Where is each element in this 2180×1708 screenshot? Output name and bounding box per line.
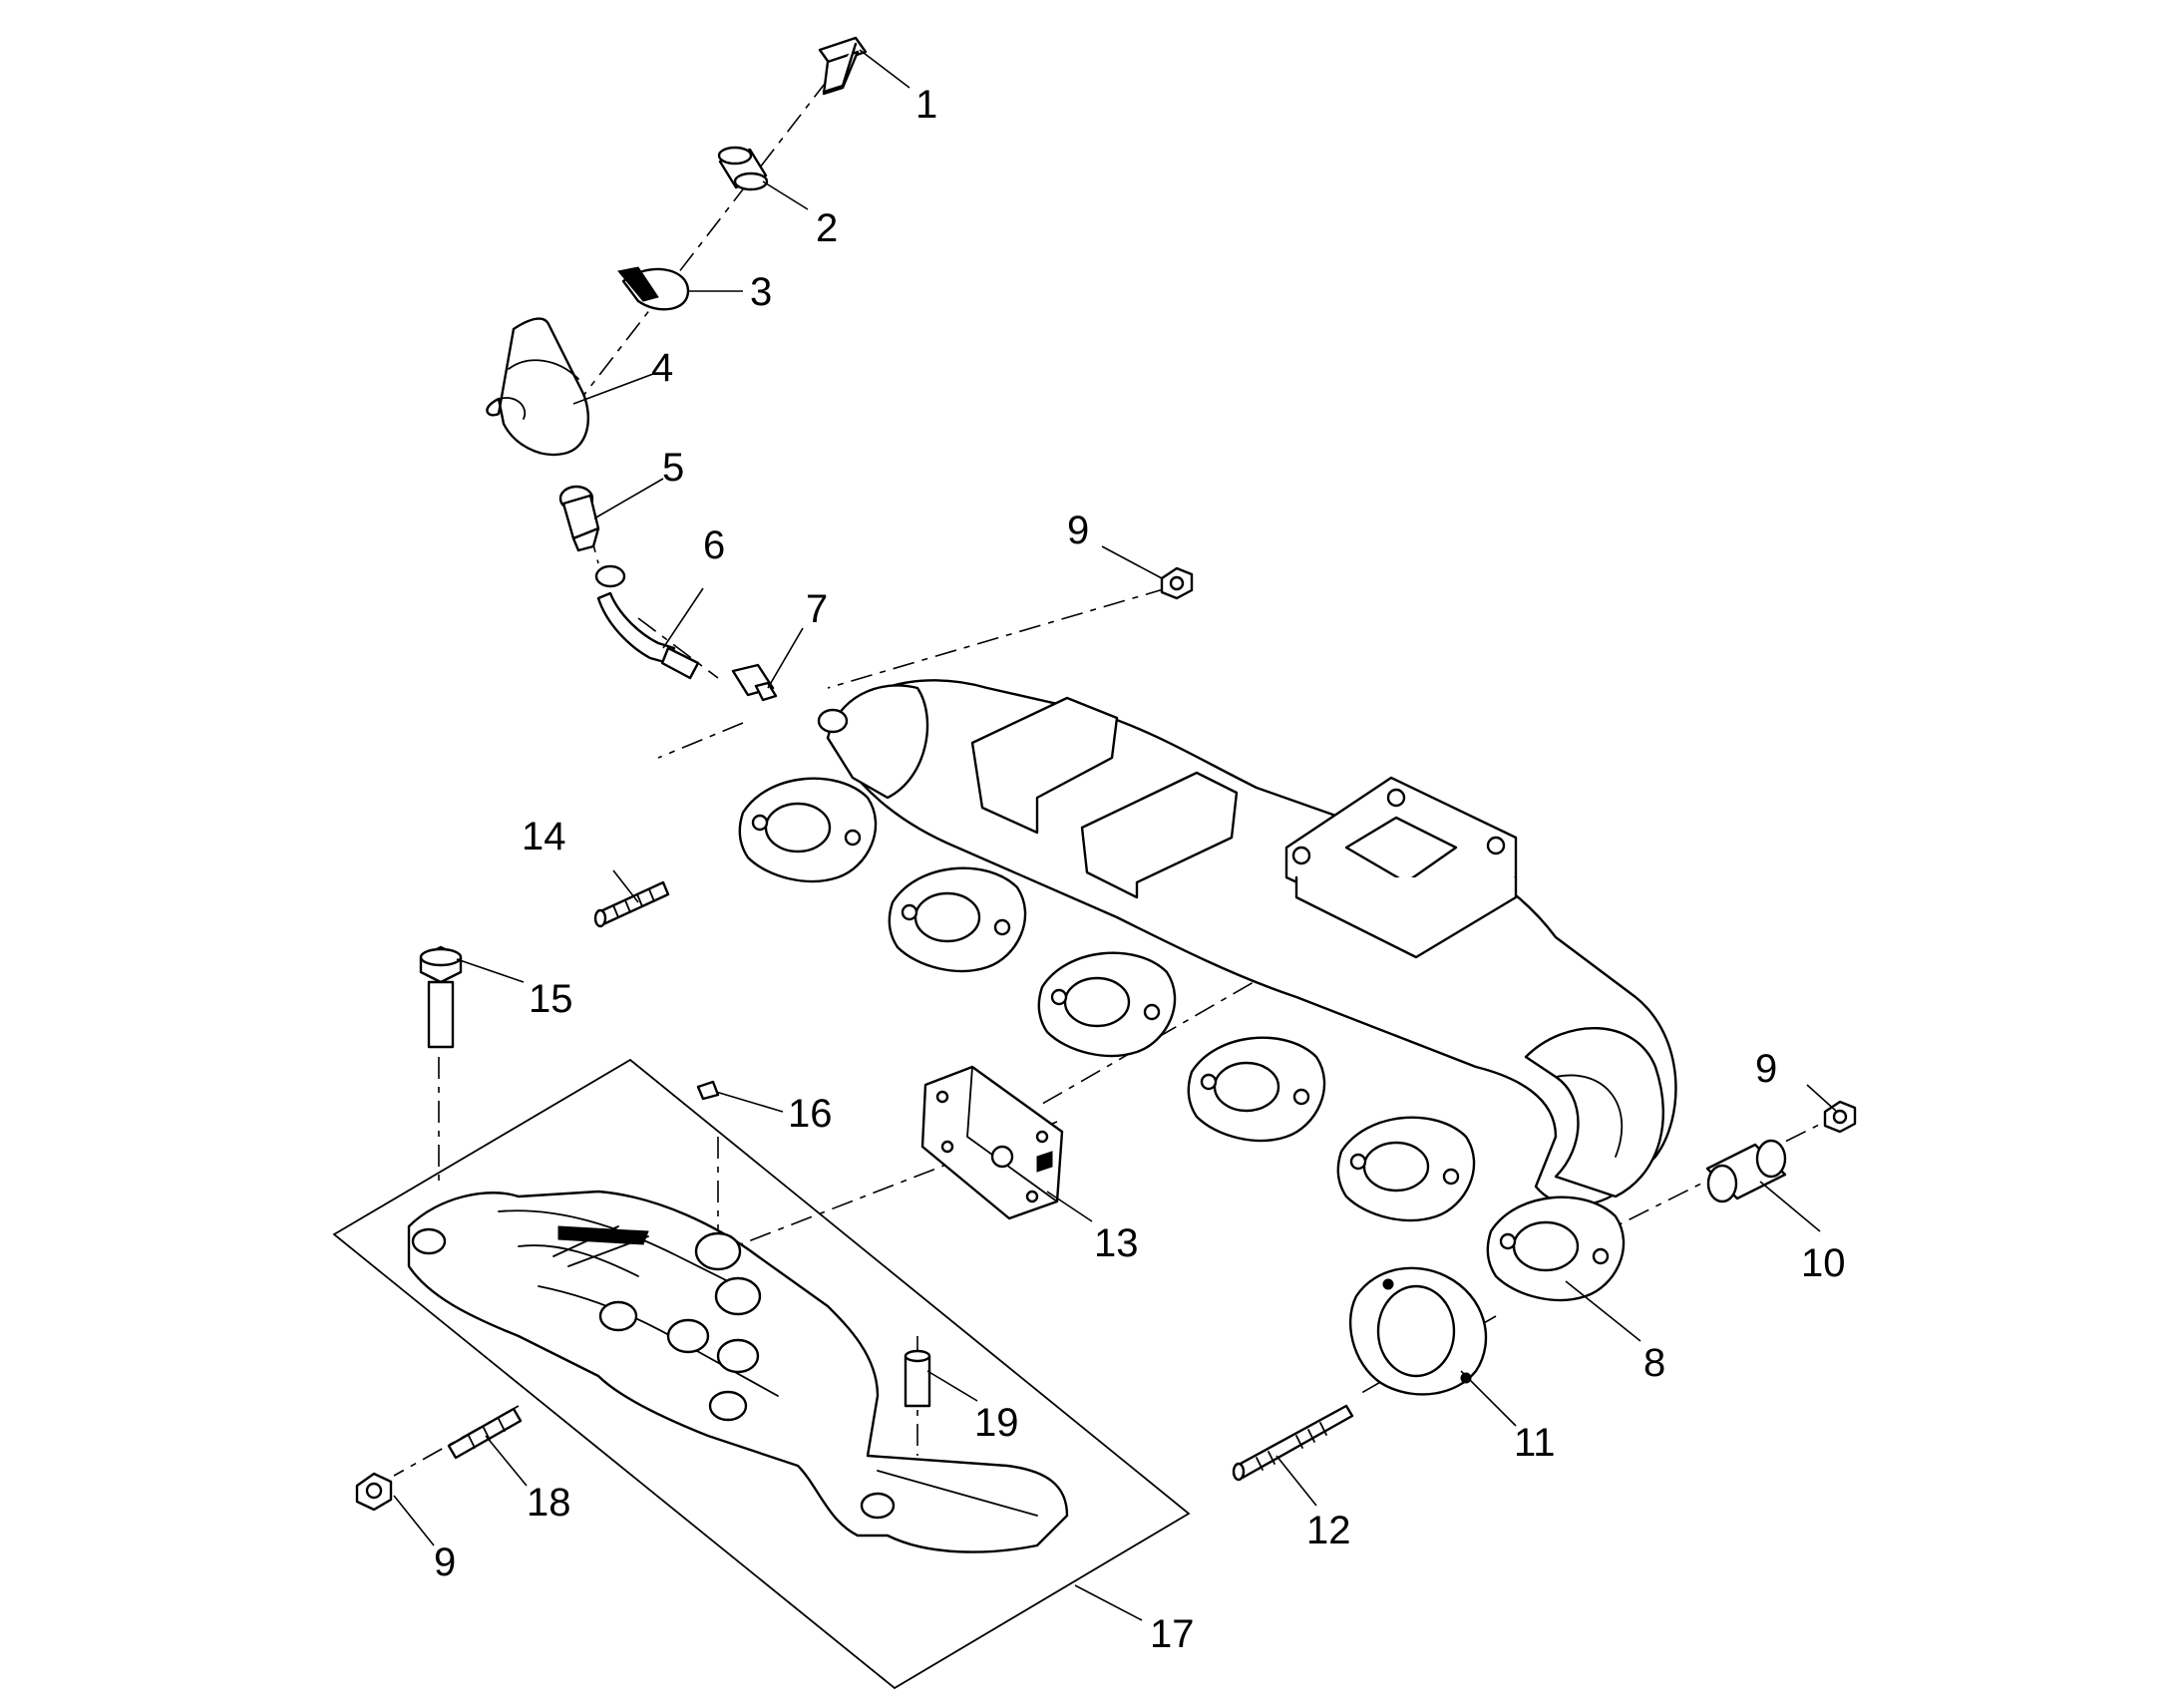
callout-8: 8 [1643,1341,1665,1385]
egr-assembly [332,1058,1191,1690]
part-4-heat-shield [486,317,590,457]
part-19-dowel [904,1349,931,1408]
port-flange-4 [1187,1036,1326,1143]
part-18-stud [447,1407,523,1460]
callout-15: 15 [529,977,573,1021]
part-9-nut-bottom [355,1472,393,1512]
part-15-bolt [419,945,463,1049]
leader-lines [393,49,1838,1621]
port-flange-5 [1336,1116,1476,1222]
part-1-bolt [818,36,868,96]
part-11-gasket [1348,1266,1488,1396]
part-5-connector [558,485,600,552]
part-2-spacer [717,146,769,191]
port-flange-1 [738,777,878,883]
callout-16: 16 [788,1092,833,1136]
callout-6: 6 [703,523,725,567]
part-13-plate [920,1065,1064,1220]
callout-labels: 1 2 3 4 5 6 7 9 9 9 10 8 11 12 13 14 15 … [434,83,1846,1656]
assembly-frame [332,1058,1191,1690]
part-7-fitting [731,663,778,702]
part-14-stud [593,880,670,928]
port-flange-2 [888,866,1027,973]
part-9-nut-right [1823,1100,1857,1134]
callout-7: 7 [806,587,828,631]
port-flange-6 [1486,1196,1626,1302]
part-9-nut-top [1160,566,1194,600]
part-10-spacer [1705,1139,1787,1203]
callout-9-bottom: 9 [434,1540,456,1584]
callout-13: 13 [1094,1221,1139,1265]
callout-19: 19 [974,1401,1019,1445]
callout-9-top: 9 [1067,509,1089,552]
part-12-stud [1232,1404,1354,1482]
callout-3: 3 [750,270,772,314]
callout-17: 17 [1150,1612,1195,1656]
part-6-pipe [594,564,700,680]
callout-2: 2 [816,206,838,250]
part-16-clip [696,1080,720,1101]
callout-1: 1 [915,83,937,127]
part-3-clamp [617,266,690,311]
callout-9-right: 9 [1755,1047,1777,1091]
callout-18: 18 [527,1481,571,1525]
port-flange-3 [1037,951,1177,1058]
exhaust-manifold [738,679,1677,1302]
callout-11: 11 [1514,1421,1556,1465]
callout-4: 4 [651,346,673,390]
callout-5: 5 [662,446,684,490]
callout-12: 12 [1306,1509,1351,1552]
callout-10: 10 [1801,1241,1846,1285]
callout-14: 14 [522,815,566,858]
